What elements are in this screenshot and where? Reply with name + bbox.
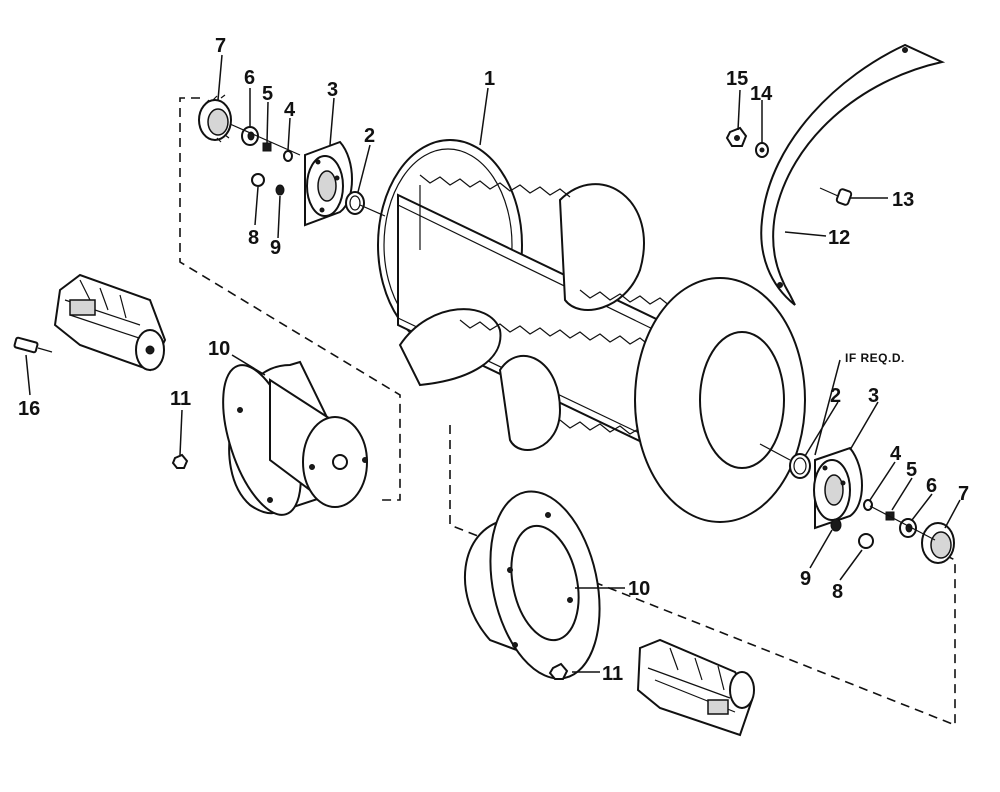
nut-15 (725, 126, 748, 147)
callout-8-left: 8 (248, 227, 259, 249)
callout-4-left: 4 (284, 99, 296, 121)
motor-adapter-10-right (463, 490, 601, 680)
washer-6-left (241, 126, 259, 146)
callout-12: 12 (828, 227, 850, 249)
bolt-8-right (858, 533, 874, 549)
washer-6-right (899, 518, 917, 538)
curved-strip (760, 43, 946, 306)
auger-rotor (377, 139, 806, 523)
callout-15: 15 (726, 68, 748, 90)
bolt-8-left (251, 173, 265, 187)
seal-2-right (789, 453, 811, 479)
nut-5-left (262, 142, 272, 152)
callout-6-left: 6 (244, 67, 255, 89)
washer-9-left (275, 184, 285, 196)
sprocket-7-left (198, 94, 232, 143)
callout-16: 16 (18, 398, 40, 420)
callout-14: 14 (750, 83, 773, 105)
hydraulic-motor-right (636, 638, 755, 737)
callout-3-right: 3 (868, 385, 879, 407)
callout-8-right: 8 (832, 581, 843, 603)
callout-3-left: 3 (327, 79, 338, 101)
callout-5-left: 5 (262, 83, 273, 105)
sprocket-7-right (921, 522, 955, 564)
callout-1: 1 (484, 68, 495, 90)
hub-3-left (304, 140, 353, 227)
callout-5-right: 5 (906, 459, 917, 481)
callout-11-right: 11 (602, 663, 623, 685)
bolt-13 (819, 187, 853, 206)
stud-16 (13, 336, 53, 354)
callout-10-left: 10 (208, 338, 230, 360)
callout-4-right: 4 (890, 443, 902, 465)
right-axis-line (759, 443, 936, 541)
bolt-4-right (863, 499, 873, 511)
bolt-4-left (283, 150, 293, 162)
right-assembly-outline (449, 425, 956, 727)
callout-6-right: 6 (926, 475, 937, 497)
washer-14 (755, 142, 769, 158)
nut-11-right (548, 662, 569, 680)
hub-3-right (813, 446, 863, 530)
callout-10-right: 10 (628, 578, 650, 600)
leader-lines (25, 54, 961, 673)
nut-11-left (171, 453, 189, 469)
callout-2-left: 2 (364, 125, 375, 147)
note-if-reqd: IF REQ.D. (845, 351, 905, 365)
callout-13: 13 (892, 189, 914, 211)
washer-9-right (830, 518, 842, 532)
motor-adapter-10-left (222, 360, 368, 516)
callout-7-right: 7 (958, 483, 969, 505)
callout-2-right: 2 (830, 385, 841, 407)
callout-9-right: 9 (800, 568, 811, 590)
callout-labels: 1 7 6 5 4 3 2 8 9 15 14 13 12 16 10 11 I… (18, 35, 969, 685)
seal-2-left (345, 191, 365, 215)
callout-11-left: 11 (170, 388, 191, 410)
callout-7-left: 7 (215, 35, 226, 57)
callout-9-left: 9 (270, 237, 281, 259)
hydraulic-motor-left (53, 273, 167, 372)
left-assembly-outline (179, 97, 401, 501)
